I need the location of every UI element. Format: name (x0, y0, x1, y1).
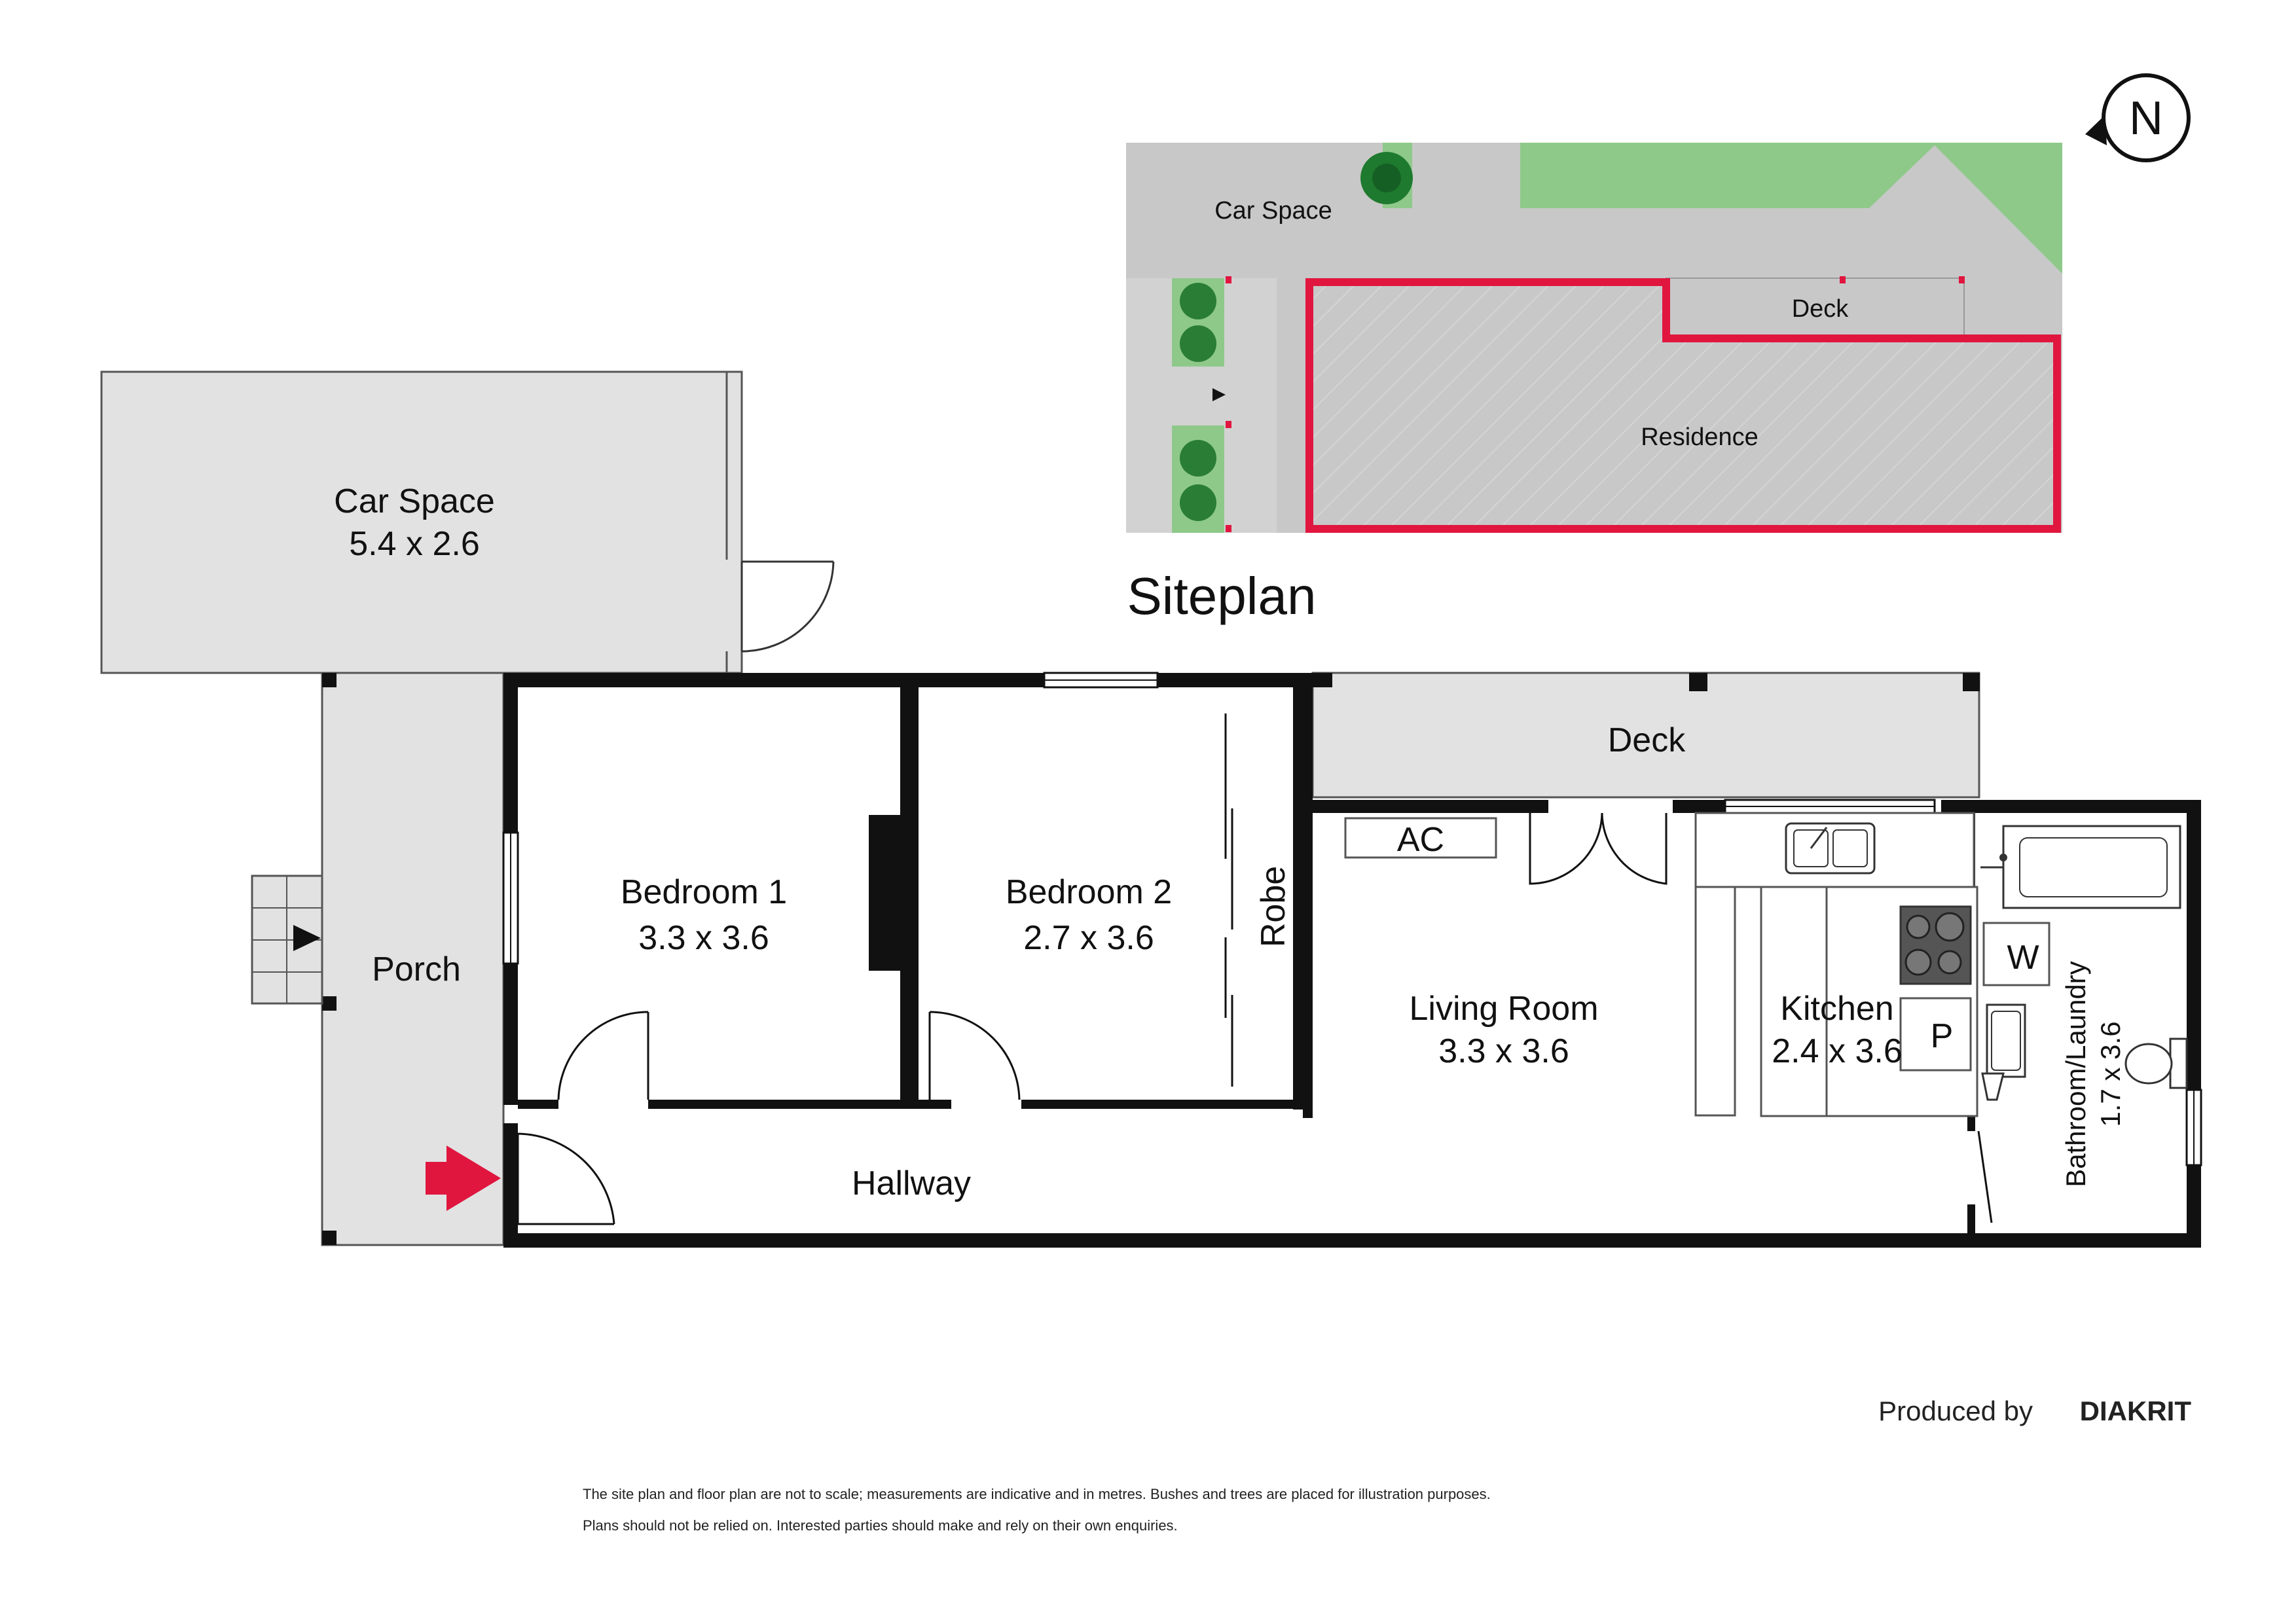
basin-icon (1981, 1072, 2005, 1101)
post (322, 673, 337, 687)
north-compass-icon: N (2085, 73, 2191, 162)
site-deck-label: Deck (1792, 295, 1850, 323)
robe-sliding-doors (1224, 713, 1233, 1087)
robe-label: Robe (1254, 866, 1292, 947)
lawn-area (1520, 143, 2062, 274)
bush-icon (1180, 325, 1216, 362)
footer: Produced by DIAKRIT The site plan and fl… (583, 1396, 2191, 1534)
site-car-space-label: Car Space (1214, 197, 1332, 225)
entry-arrow-icon (1212, 388, 1226, 401)
bathtub-icon (1980, 825, 2181, 909)
ac-label: AC (1397, 821, 1444, 859)
deck-area (1311, 672, 1980, 799)
bedroom2-size: 2.7 x 3.6 (1023, 919, 1154, 957)
toilet-icon (2124, 1038, 2188, 1089)
hallway-label: Hallway (852, 1164, 971, 1202)
boundary-marker (1226, 421, 1231, 428)
floorplan: Car Space 5.4 x 2.6 Porch Bedroom 1 3.3 … (100, 370, 2202, 1248)
porch-steps (251, 875, 323, 1005)
kitchen-label: Kitchen (1780, 990, 1893, 1028)
site-deck (1666, 278, 1965, 338)
deck-label: Deck (1608, 721, 1686, 759)
post (1963, 673, 1980, 691)
boundary-marker (1840, 276, 1846, 283)
boundary-marker (1226, 525, 1231, 532)
windows (502, 672, 2202, 1166)
bush-icon (1180, 484, 1216, 521)
post (1313, 673, 1332, 687)
site-residence (1305, 278, 2061, 533)
washer-label: W (2007, 939, 2039, 977)
bedroom1-label: Bedroom 1 (621, 873, 787, 911)
car-space-door-icon (740, 560, 835, 653)
post (322, 1231, 337, 1245)
bathroom-size: 1.7 x 3.6 (2095, 1021, 2126, 1127)
car-space-area (100, 370, 743, 674)
site-residence-label: Residence (1641, 424, 1758, 451)
bush-icon (1180, 283, 1216, 319)
porch-label: Porch (372, 950, 461, 988)
siteplan-title: Siteplan (1127, 567, 1316, 625)
disclaimer-line-1: The site plan and floor plan are not to … (583, 1486, 1491, 1502)
living-room-label: Living Room (1409, 990, 1598, 1028)
bush-icon (1180, 440, 1216, 477)
bedroom1-size: 3.3 x 3.6 (638, 919, 769, 957)
step-arrow-icon (293, 925, 321, 951)
car-space-label: Car Space (334, 482, 495, 520)
pantry-label: P (1931, 1017, 1954, 1055)
siteplan: Car Space Deck Residence Siteplan N (1126, 73, 2191, 625)
bedroom2-label: Bedroom 2 (1006, 873, 1172, 911)
kitchen-size: 2.4 x 3.6 (1772, 1032, 1902, 1070)
entry-arrow-icon (426, 1146, 501, 1211)
sink-icon (1785, 822, 1876, 875)
post (1689, 673, 1707, 691)
north-label: N (2129, 92, 2163, 145)
brand-label: DIAKRIT (2080, 1396, 2192, 1426)
car-space-size: 5.4 x 2.6 (349, 525, 479, 563)
bathroom-label: Bathroom/Laundry (2060, 961, 2091, 1187)
doors (517, 812, 1993, 1225)
boundary-marker (1959, 276, 1965, 283)
living-room-size: 3.3 x 3.6 (1438, 1032, 1569, 1070)
ac-unit (1344, 817, 1497, 859)
cooktop-icon (1899, 905, 1972, 985)
produced-by-label: Produced by (1878, 1396, 2033, 1426)
post (322, 996, 337, 1011)
pantry-box (1899, 997, 1972, 1072)
laundry-tub-icon (1986, 1003, 2026, 1078)
boundary-marker (1226, 276, 1231, 283)
tree-icon-center (1372, 164, 1401, 192)
disclaimer-line-2: Plans should not be relied on. Intereste… (583, 1517, 1178, 1534)
washer-box (1982, 922, 2050, 986)
